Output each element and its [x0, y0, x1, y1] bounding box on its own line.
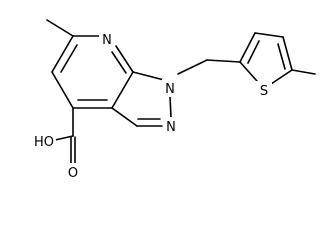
bond-n7-c7a-inner [111, 51, 127, 74]
pyrazole-n2-label: N [166, 120, 176, 135]
thiophene-sulfur-label: S [260, 84, 268, 99]
bond-c3-c4 [254, 32, 284, 38]
bond-c4-c5-inner [277, 43, 286, 70]
pyrazole-n1-label: N [165, 82, 175, 97]
bond-carboxyl-oh [54, 135, 74, 141]
bond-c4-c5-outer [282, 36, 293, 71]
pyridine-nitrogen-label: N [102, 33, 112, 48]
bond-n1-ch2 [177, 59, 208, 75]
bond-c3a-c7a [111, 71, 134, 109]
carbonyl-oxygen-label: O [68, 166, 78, 181]
hydroxyl-label: HO [34, 135, 54, 150]
bond-c6-c5-inner [60, 44, 78, 73]
atom-labels: N N N S HO O [32, 30, 272, 181]
bond-methyl-pyridine [46, 19, 74, 37]
chemical-structure: N N N S HO O [32, 19, 316, 181]
bonds [46, 19, 316, 164]
bond-n1-n2 [169, 95, 172, 119]
bond-n7-c7a-outer [115, 45, 134, 73]
bond-c2-c3-inner [247, 40, 260, 64]
bond-c5-c4 [51, 71, 74, 109]
bond-c3-c3a [111, 107, 138, 127]
bond-c7a-n1 [132, 71, 165, 81]
bond-c5-s [270, 69, 293, 85]
bond-ch2-thiophene [206, 59, 241, 63]
bond-s-c2 [239, 61, 258, 82]
bond-c6-c5-outer [51, 35, 74, 73]
bond-c2-c3-outer [239, 32, 256, 63]
bond-methyl-thiophene [291, 69, 316, 75]
